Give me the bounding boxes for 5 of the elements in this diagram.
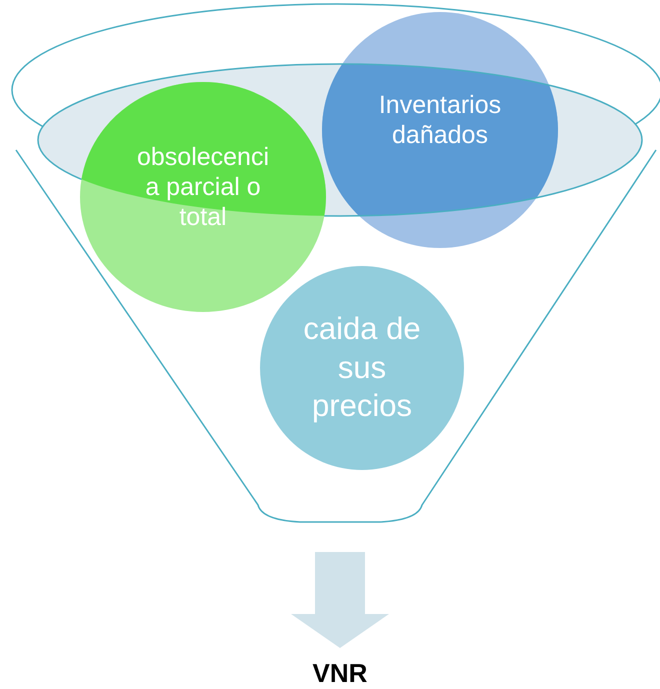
circle-label: Inventarios dañados (378, 90, 502, 150)
circle-label: obsolecenci a parcial o total (136, 142, 270, 232)
circle-label: caida de sus precios (302, 310, 422, 426)
block-arrow (291, 552, 389, 648)
result-label: VNR (312, 659, 368, 689)
